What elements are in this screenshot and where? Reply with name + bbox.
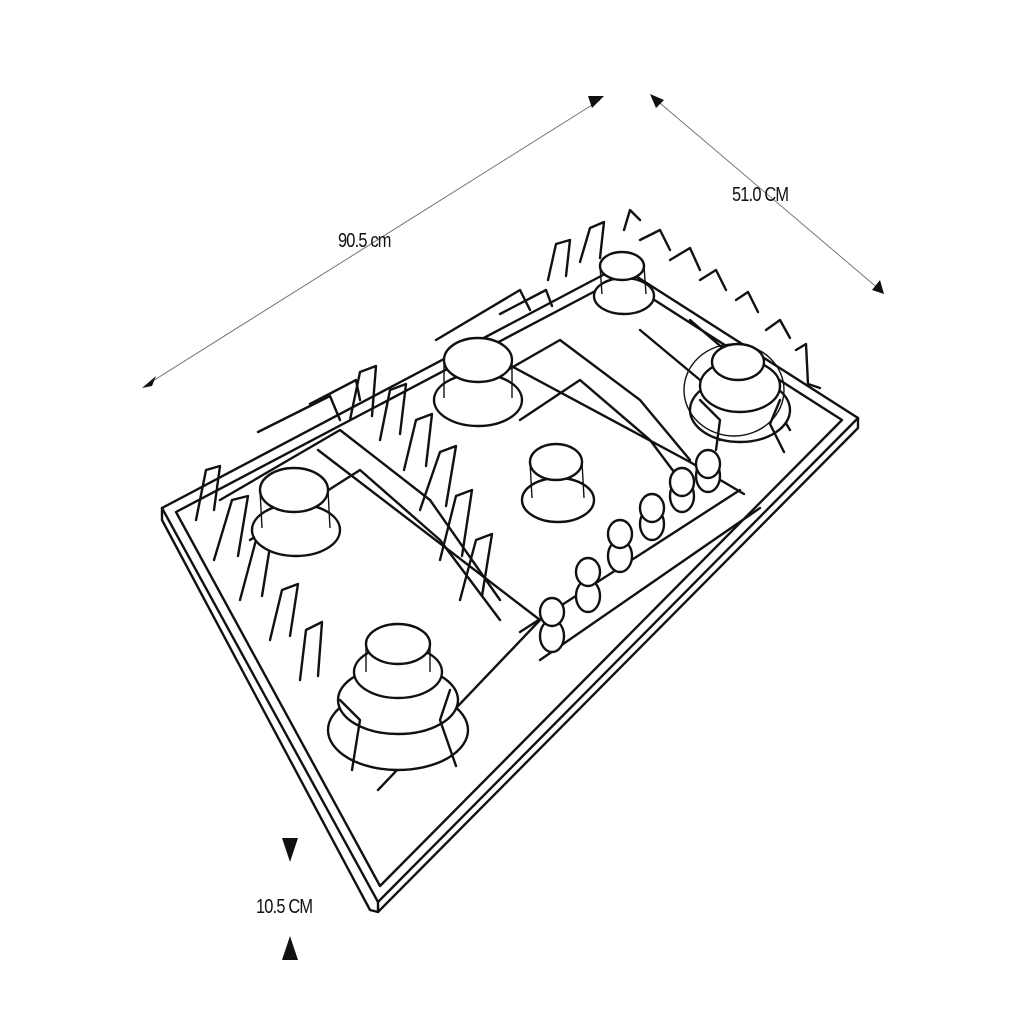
- burner-front-left: [326, 622, 470, 772]
- width-arrow-left: [142, 376, 156, 388]
- burner-back-left: [250, 466, 342, 558]
- burner-back-right: [592, 250, 656, 316]
- height-arrow-bottom: [282, 936, 298, 960]
- height-arrow-top: [282, 838, 298, 862]
- height-dimension-arrows: [282, 838, 298, 960]
- knob-2: [574, 556, 602, 614]
- knob-1: [538, 596, 566, 654]
- depth-dimension-label: 51.0 CM: [732, 184, 789, 206]
- burner-center-front: [520, 442, 596, 524]
- knob-3: [606, 518, 634, 574]
- burner-center-back: [432, 336, 524, 428]
- height-dimension-label: 10.5 CM: [256, 896, 313, 918]
- depth-dimension-line: [650, 94, 884, 294]
- burner-right-wok: [683, 342, 792, 454]
- width-dimension-label: 90.5 cm: [338, 230, 391, 252]
- knob-5: [668, 466, 696, 514]
- knob-4: [638, 492, 666, 542]
- middle-grate: [348, 288, 692, 602]
- control-knobs: [538, 448, 722, 654]
- width-dimension-line: [142, 96, 604, 388]
- left-grate: [194, 378, 502, 682]
- width-arrow-right: [588, 96, 604, 108]
- depth-arrow-top: [650, 94, 664, 108]
- knob-6: [694, 448, 722, 494]
- depth-arrow-bottom: [872, 280, 884, 294]
